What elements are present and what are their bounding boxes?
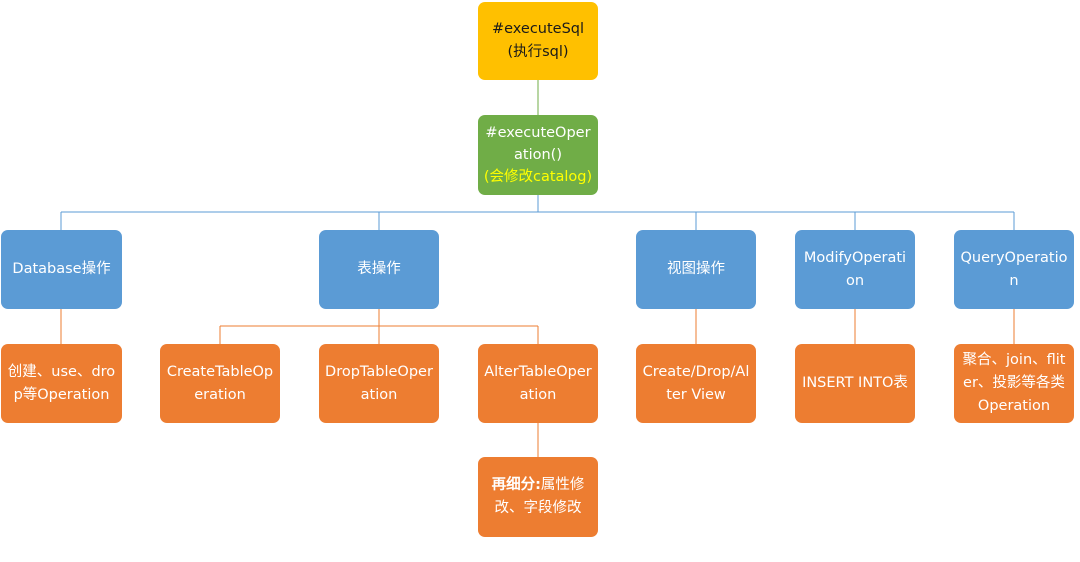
leaf-alter-table-label: AlterTableOperation <box>484 363 592 403</box>
category-table: 表操作 <box>319 230 439 309</box>
alter-detail-body: 属性修改、字段修改 <box>494 477 585 516</box>
leaf-alter-table-operation: AlterTableOperation <box>478 344 598 423</box>
leaf-insert-into-label: INSERT INTO表 <box>802 375 908 391</box>
leaf-database-operations-label: 创建、use、drop等Operation <box>7 363 116 403</box>
leaf-insert-into: INSERT INTO表 <box>795 344 915 423</box>
execute-operation-node: #executeOper ation() (会修改catalog) <box>478 115 598 195</box>
leaf-database-operations: 创建、use、drop等Operation <box>1 344 122 423</box>
category-modify-operation: ModifyOperation <box>795 230 915 309</box>
execute-operation-title-line1: #executeOper <box>485 125 591 141</box>
execute-sql-title: #executeSql <box>491 21 585 37</box>
execute-sql-node: #executeSql (执行sql) <box>478 2 598 80</box>
leaf-drop-table-label: DropTableOperation <box>325 363 433 403</box>
alter-detail-prefix: 再细分: <box>491 477 541 493</box>
leaf-query-operations-label: 聚合、join、fliter、投影等各类Operation <box>962 352 1066 414</box>
category-query-label: QueryOperation <box>960 249 1068 289</box>
category-modify-label: ModifyOperation <box>803 249 907 289</box>
category-view-label: 视图操作 <box>667 261 725 277</box>
leaf-drop-table-operation: DropTableOperation <box>319 344 439 423</box>
leaf-create-table-operation: CreateTableOperation <box>160 344 280 423</box>
execute-operation-title-line2: ation() <box>514 147 562 163</box>
execute-sql-subtitle: (执行sql) <box>507 44 569 60</box>
category-database: Database操作 <box>1 230 122 309</box>
category-query-operation: QueryOperation <box>954 230 1074 309</box>
alter-table-detail: 再细分:属性修改、字段修改 <box>478 457 598 537</box>
execute-operation-note: (会修改catalog) <box>483 169 593 185</box>
leaf-view-operations-label: Create/Drop/Alter View <box>642 363 750 403</box>
leaf-create-table-label: CreateTableOperation <box>166 363 274 403</box>
category-database-label: Database操作 <box>12 261 111 277</box>
alter-table-detail-text: 再细分:属性修改、字段修改 <box>483 474 593 520</box>
leaf-view-operations: Create/Drop/Alter View <box>636 344 756 423</box>
category-view: 视图操作 <box>636 230 756 309</box>
leaf-query-operations: 聚合、join、fliter、投影等各类Operation <box>954 344 1074 423</box>
category-table-label: 表操作 <box>357 261 401 277</box>
